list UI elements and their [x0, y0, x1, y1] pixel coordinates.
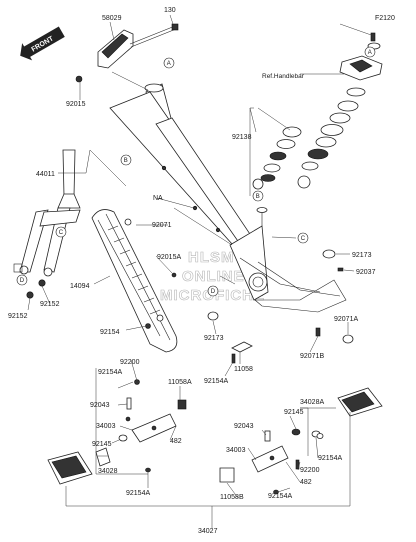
pedal-set-bracket — [65, 486, 350, 507]
watermark-line-1: HLSM — [188, 249, 235, 266]
washer-92152-right — [38, 279, 46, 287]
part-label-92037: 92037 — [356, 269, 376, 276]
svg-text:B: B — [124, 158, 128, 164]
part-label-34028A: 34028A — [300, 399, 324, 406]
bolt-92071B — [315, 327, 321, 337]
part-label-92043-left: 92043 — [90, 402, 110, 409]
svg-text:B: B — [256, 194, 260, 200]
left-pedal-bracket — [95, 368, 148, 475]
svg-text:C: C — [59, 230, 64, 236]
svg-text:D: D — [20, 278, 25, 284]
callout-A-top: A — [163, 57, 175, 69]
part-label-NA: NA — [153, 195, 163, 202]
chain-guard-cover — [97, 29, 134, 69]
part-label-58029: 58029 — [102, 15, 122, 22]
svg-text:C: C — [301, 236, 306, 242]
washer-92071A — [342, 334, 354, 344]
part-label-11058A: 11058A — [168, 379, 192, 386]
part-label-482-left: 482 — [170, 438, 182, 445]
part-label-92071A: 92071A — [334, 316, 358, 323]
bolt-92154A-center — [231, 353, 236, 364]
bolt-92154 — [145, 323, 151, 329]
part-label-92152-right: 92152 — [40, 301, 60, 308]
part-label-92145-left: 92145 — [92, 441, 112, 448]
part-label-92154: 92154 — [100, 329, 120, 336]
part-label-92015: 92015 — [66, 101, 86, 108]
part-label-92154A-center: 92154A — [204, 378, 228, 385]
headset-group-bracket — [249, 107, 257, 196]
bolt-92015A — [171, 272, 177, 278]
callout-B-left: B — [120, 154, 132, 166]
part-label-92043-right: 92043 — [234, 423, 254, 430]
right-pedal-assembly — [219, 387, 383, 495]
callout-D-left: D — [16, 274, 28, 286]
part-label-34027: 34027 — [198, 528, 218, 535]
callout-B-right: B — [252, 190, 264, 202]
part-label-92145-right: 92145 — [284, 409, 304, 416]
bracket-11058 — [231, 341, 253, 353]
part-label-34003-right: 34003 — [226, 447, 246, 454]
part-label-34003-left: 34003 — [96, 423, 116, 430]
part-label-92071: 92071 — [152, 222, 172, 229]
bolt-130 — [129, 23, 179, 48]
callout-A-right: A — [364, 46, 376, 58]
part-label-92154A-left-top: 92154A — [98, 369, 122, 376]
part-label-92173-center: 92173 — [204, 335, 224, 342]
part-label-92154A-right-bottom: 92154A — [268, 493, 292, 500]
part-label-92173-right: 92173 — [352, 252, 372, 259]
watermark-line-2: ONLINE — [182, 268, 245, 285]
svg-text:D: D — [211, 289, 216, 295]
left-pedal-assembly — [47, 379, 187, 485]
part-label-34028: 34028 — [98, 468, 118, 475]
callout-C-left: C — [55, 226, 67, 238]
part-label-92200-right: 92200 — [300, 467, 320, 474]
part-label-482-right: 482 — [300, 479, 312, 486]
chain-cover-14094 — [91, 209, 178, 353]
bicycle-frame — [109, 83, 347, 313]
callout-D-center: D — [207, 285, 219, 297]
leader-lines — [27, 14, 375, 528]
front-arrow-badge: FRONT — [20, 26, 65, 61]
clip-92037 — [337, 267, 344, 272]
right-pedal-bracket — [300, 407, 351, 506]
part-labels: 58029 130 92015 Ref.Handlebar 92138 4401… — [8, 7, 376, 535]
part-label-14094: 14094 — [70, 283, 90, 290]
front-fork — [13, 149, 81, 277]
part-label-92154A-left-bottom: 92154A — [126, 490, 150, 497]
spacer-92173-center — [207, 311, 219, 321]
part-label-92138: 92138 — [232, 134, 252, 141]
washer-92152-left — [26, 291, 34, 299]
part-label-92152-left: 92152 — [8, 313, 28, 320]
svg-text:A: A — [167, 61, 171, 67]
headset-stack — [252, 32, 383, 190]
part-label-44011: 44011 — [36, 171, 55, 178]
page-code: F2120 — [375, 15, 395, 22]
part-label-11058: 11058 — [234, 366, 253, 373]
part-label-11058B: 11058B — [220, 494, 244, 501]
reference-handlebar: Ref.Handlebar — [262, 73, 305, 80]
svg-text:A: A — [368, 50, 372, 56]
part-label-92015A: 92015A — [157, 254, 181, 261]
part-label-92200-left: 92200 — [120, 359, 140, 366]
part-label-92071B: 92071B — [300, 353, 324, 360]
part-label-92154A-right-top: 92154A — [318, 455, 342, 462]
spacer-92173-right — [322, 249, 336, 259]
callout-C-right: C — [297, 232, 309, 244]
nut-92015 — [75, 75, 83, 83]
part-label-130: 130 — [164, 7, 176, 14]
